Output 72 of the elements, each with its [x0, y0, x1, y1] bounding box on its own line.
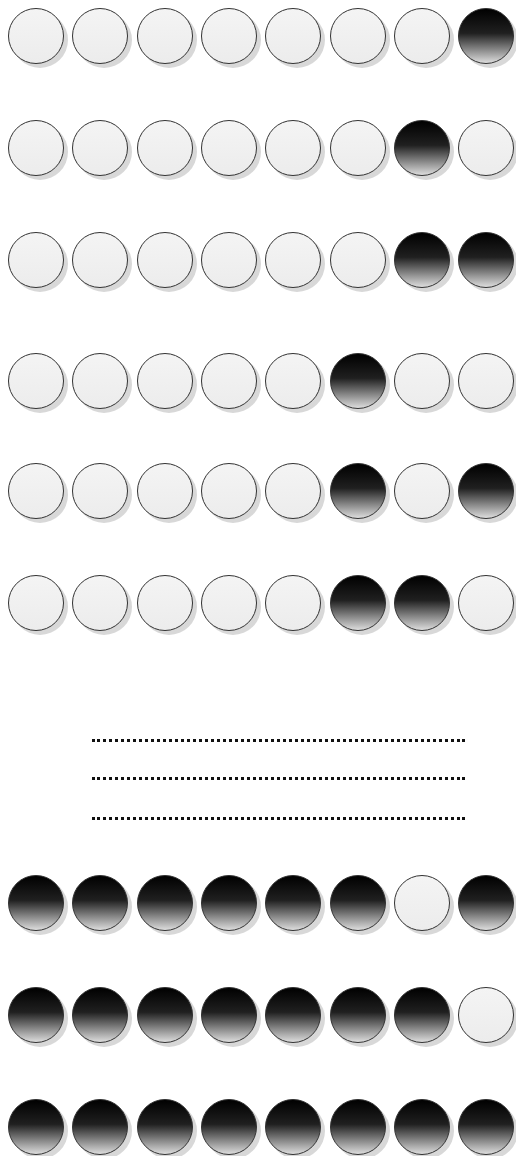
- filled-circle: [458, 463, 515, 519]
- empty-circle: [8, 232, 64, 288]
- filled-circle: [393, 232, 450, 288]
- empty-circle: [265, 463, 322, 519]
- filled-circle: [458, 232, 515, 288]
- filled-circle: [200, 987, 257, 1043]
- empty-circle: [329, 8, 386, 64]
- filled-circle: [329, 353, 386, 409]
- empty-circle: [393, 8, 450, 64]
- filled-circle: [265, 1099, 322, 1155]
- filled-circle: [393, 120, 450, 176]
- empty-circle: [458, 353, 515, 409]
- empty-circle: [136, 232, 193, 288]
- empty-circle: [200, 463, 257, 519]
- empty-circle: [329, 120, 386, 176]
- empty-circle: [393, 463, 450, 519]
- empty-circle: [458, 120, 515, 176]
- filled-circle: [458, 875, 515, 931]
- empty-circle: [136, 120, 193, 176]
- filled-circle: [393, 987, 450, 1043]
- filled-circle: [329, 463, 386, 519]
- empty-circle: [8, 353, 64, 409]
- filled-circle: [72, 1099, 129, 1155]
- filled-circle: [136, 1099, 193, 1155]
- empty-circle: [265, 575, 322, 631]
- filled-circle: [72, 875, 129, 931]
- filled-circle: [329, 1099, 386, 1155]
- empty-circle: [458, 575, 515, 631]
- empty-circle: [265, 353, 322, 409]
- filled-circle: [200, 875, 257, 931]
- empty-circle: [8, 8, 64, 64]
- empty-circle: [136, 353, 193, 409]
- filled-circle: [329, 575, 386, 631]
- filled-circle: [265, 875, 322, 931]
- filled-circle: [458, 8, 515, 64]
- filled-circle: [8, 875, 64, 931]
- empty-circle: [72, 8, 129, 64]
- filled-circle: [393, 575, 450, 631]
- empty-circle: [393, 353, 450, 409]
- filled-circle: [8, 987, 64, 1043]
- filled-circle: [458, 1099, 515, 1155]
- filled-circle: [136, 875, 193, 931]
- empty-circle: [200, 232, 257, 288]
- empty-circle: [136, 8, 193, 64]
- filled-circle: [200, 1099, 257, 1155]
- empty-circle: [136, 463, 193, 519]
- empty-circle: [72, 463, 129, 519]
- filled-circle: [72, 987, 129, 1043]
- empty-circle: [393, 875, 450, 931]
- filled-circle: [329, 875, 386, 931]
- empty-circle: [265, 120, 322, 176]
- empty-circle: [200, 8, 257, 64]
- empty-circle: [8, 120, 64, 176]
- filled-circle: [393, 1099, 450, 1155]
- empty-circle: [72, 575, 129, 631]
- empty-circle: [8, 575, 64, 631]
- empty-circle: [72, 232, 129, 288]
- filled-circle: [136, 987, 193, 1043]
- empty-circle: [200, 120, 257, 176]
- empty-circle: [200, 353, 257, 409]
- empty-circle: [72, 353, 129, 409]
- empty-circle: [8, 463, 64, 519]
- filled-circle: [329, 987, 386, 1043]
- empty-circle: [72, 120, 129, 176]
- empty-circle: [329, 232, 386, 288]
- empty-circle: [136, 575, 193, 631]
- filled-circle: [8, 1099, 64, 1155]
- empty-circle: [458, 987, 515, 1043]
- empty-circle: [265, 232, 322, 288]
- empty-circle: [200, 575, 257, 631]
- empty-circle: [265, 8, 322, 64]
- filled-circle: [265, 987, 322, 1043]
